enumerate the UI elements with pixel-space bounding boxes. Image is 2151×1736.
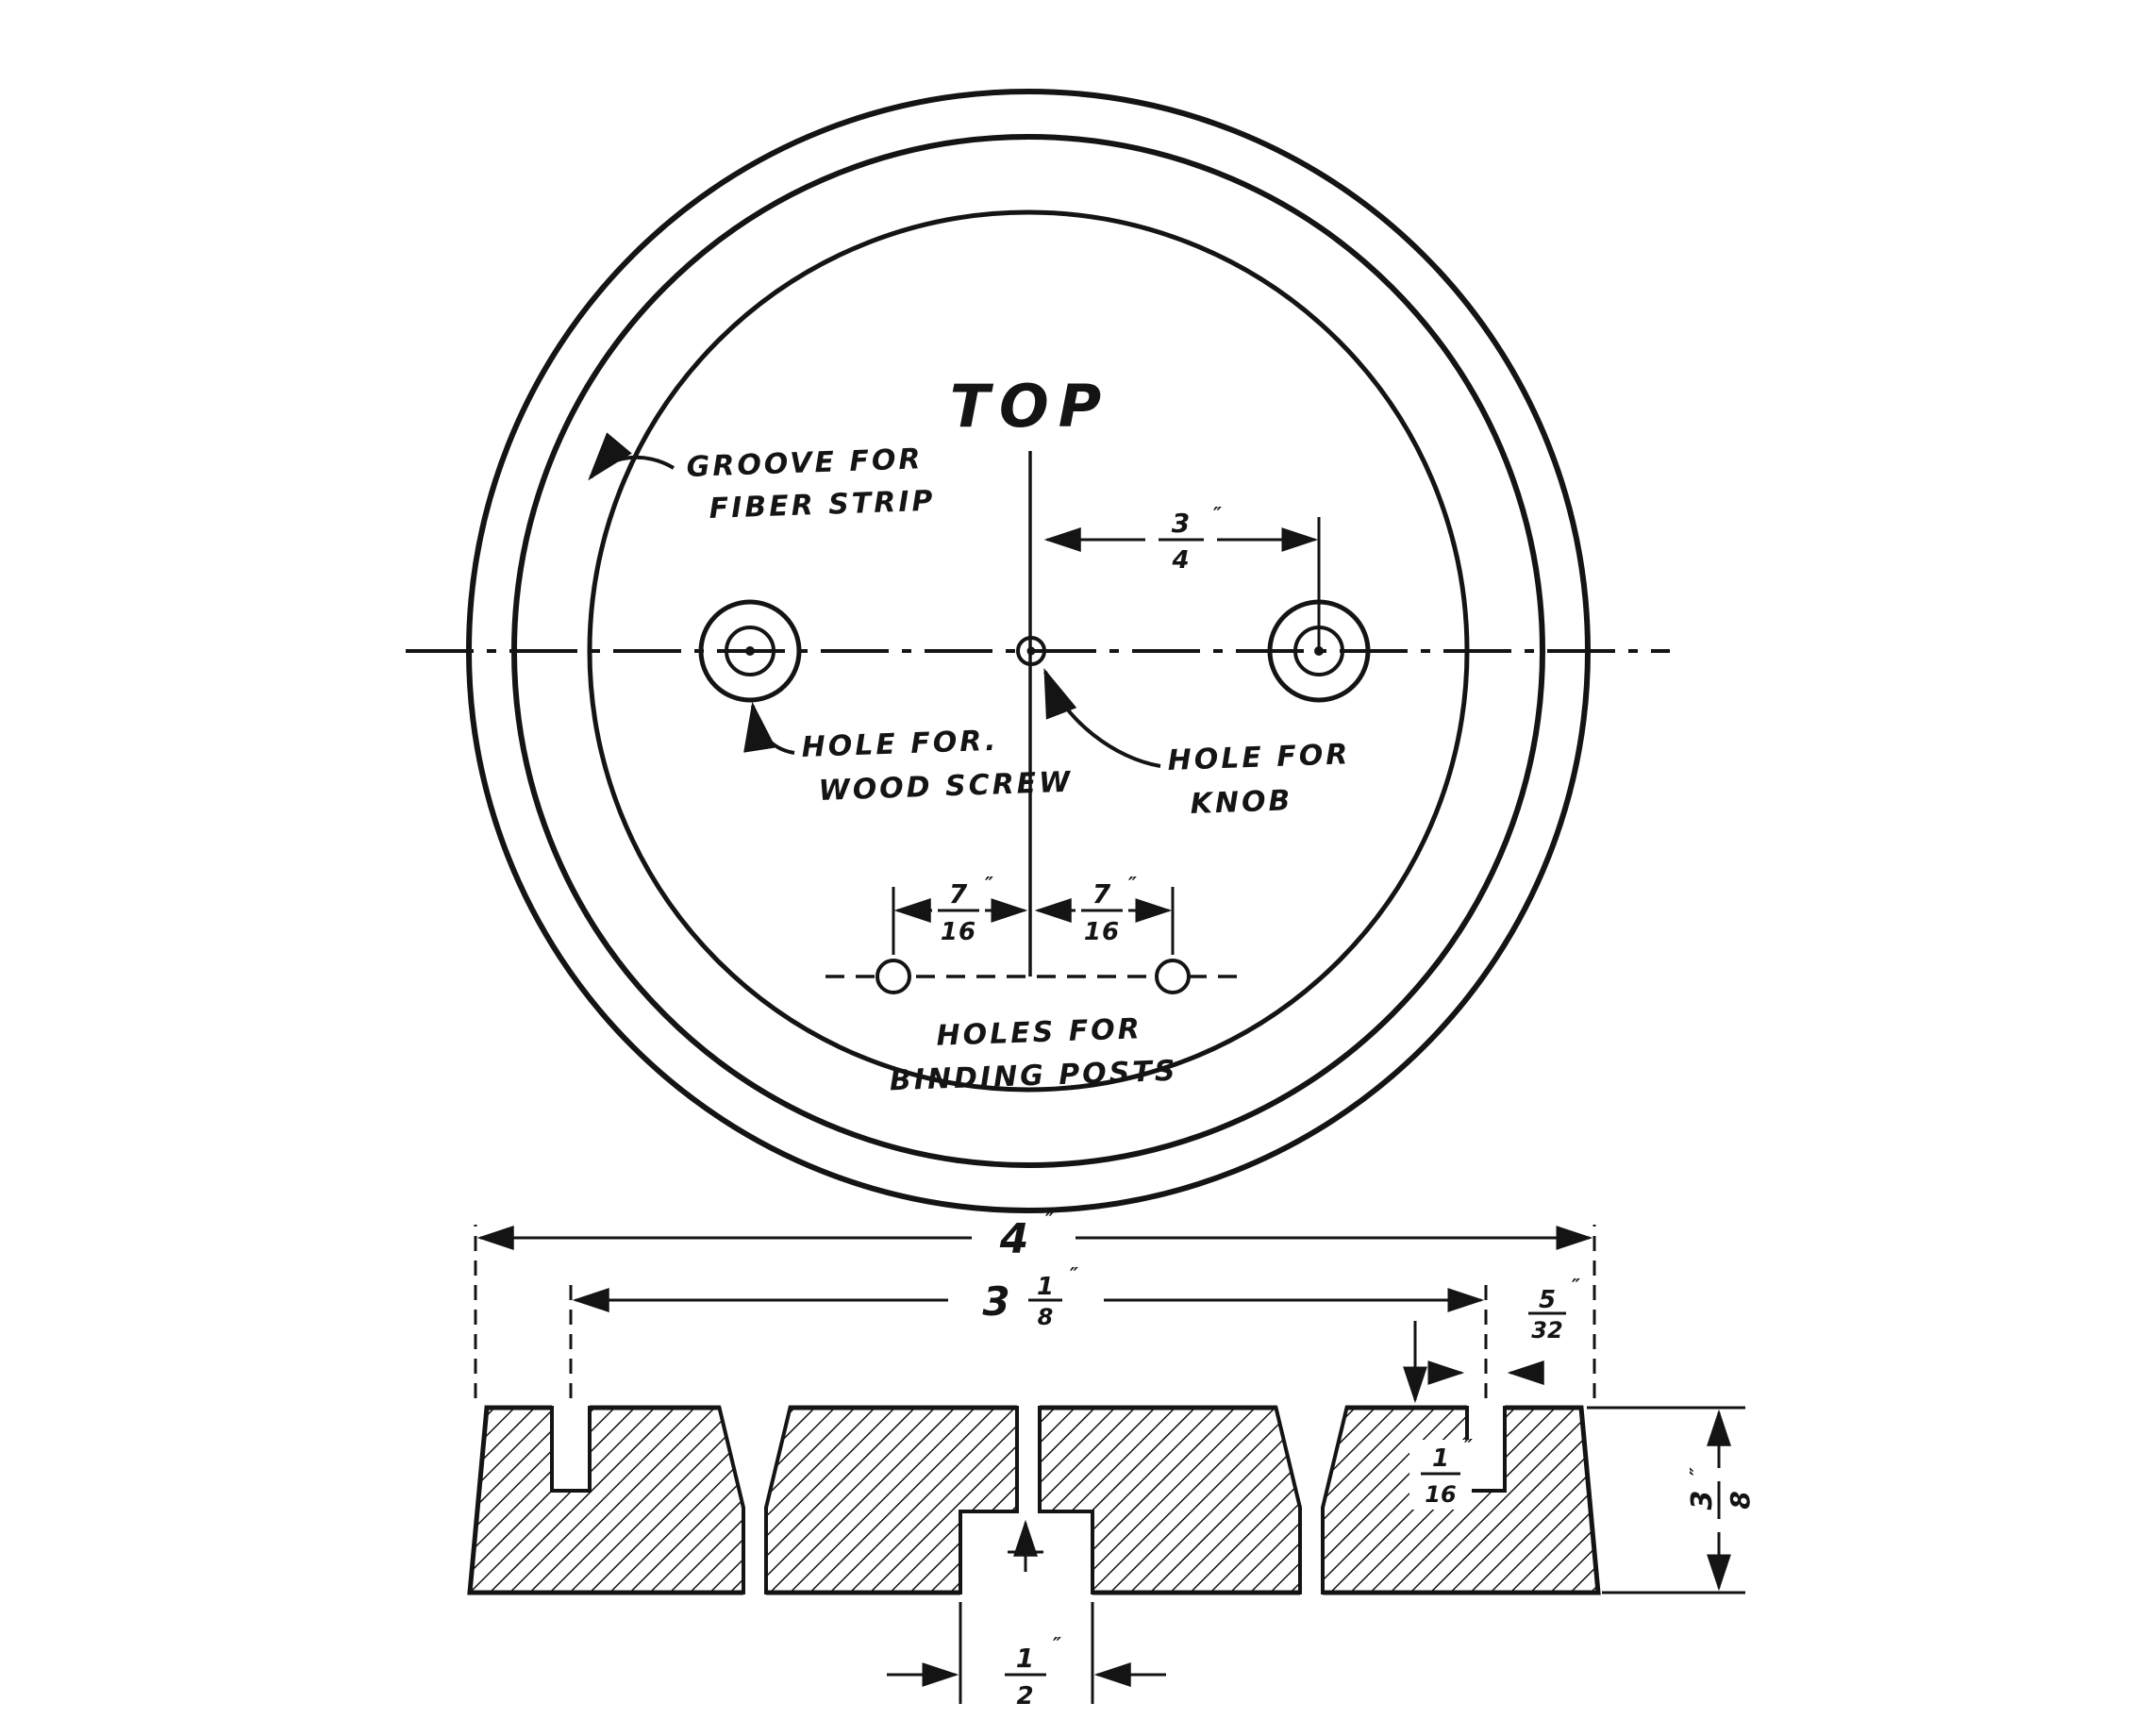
screw-hole-right-cut	[1276, 1402, 1347, 1598]
groove-leader-arrow	[588, 432, 675, 481]
dim-recess-width: 1 2 ″	[887, 1602, 1166, 1711]
wood-screw-hole-left	[698, 599, 802, 703]
dim-716L-unit: ″	[985, 873, 993, 895]
groove-left-cut	[552, 1402, 590, 1491]
dim-4-value: 4	[999, 1215, 1031, 1263]
dim-38-denominator: 8	[1725, 1491, 1756, 1509]
dim-12-unit: ″	[1053, 1633, 1061, 1656]
dim-groove-width: 5 32 ″	[1403, 1275, 1580, 1404]
screw-hole-left-inner	[725, 626, 775, 676]
groove-label-line1: GROOVE FOR	[686, 442, 924, 484]
screw-hole-left-section-outline	[717, 1405, 792, 1594]
wood-screw-label-line2: WOOD SCREW	[818, 766, 1074, 808]
knob-leader-arrow	[1043, 667, 1161, 768]
dim-716R-numerator: 7	[1092, 878, 1111, 910]
dim-38-unit: ″	[1686, 1467, 1709, 1476]
knob-label-line1: HOLE FOR	[1167, 738, 1351, 777]
dim-318-unit: ″	[1070, 1263, 1078, 1286]
dim-3-4-unit: ″	[1213, 503, 1222, 526]
dim-716L-denominator: 16	[941, 918, 976, 946]
dim-12-numerator: 1	[1016, 1643, 1035, 1674]
dim-318-numerator: 1	[1037, 1273, 1054, 1301]
binding-posts-label-line2: BINDING POSTS	[889, 1055, 1178, 1098]
dim-binding-right: 7 16 ″	[1034, 873, 1175, 955]
dim-center-to-screw: 3 4 ″	[1043, 503, 1321, 649]
dim-716R-denominator: 16	[1084, 918, 1120, 946]
dim-overall: 4 ″	[474, 1209, 1596, 1398]
groove-left-outline	[550, 1406, 592, 1493]
dim-3-4-denominator: 4	[1171, 546, 1190, 575]
knob-hole-center	[1026, 646, 1036, 656]
screw-hole-left-center	[745, 646, 755, 656]
screw-hole-right-center	[1314, 646, 1324, 656]
wood-screw-label-line1: HOLE FOR.	[801, 725, 999, 764]
dim-4-unit: ″	[1045, 1209, 1054, 1231]
dim-binding-left: 7 16 ″	[892, 873, 1028, 955]
dim-532-unit: ″	[1572, 1275, 1580, 1297]
groove-right-cut	[1467, 1402, 1505, 1491]
binding-post-hole-right	[1155, 959, 1191, 994]
knob-hole-cut	[960, 1402, 1092, 1598]
section-view: 4 ″ 3 1 8 ″ 5 32 ″ 1	[467, 1209, 1756, 1711]
knob-hole-section-outline	[959, 1406, 1094, 1594]
binding-posts-label-line1: HOLES FOR	[936, 1012, 1142, 1053]
top-view: TOP GROOVE FOR FIBER STRIP 3 4	[406, 89, 1670, 1213]
wood-screw-leader-arrow	[743, 701, 795, 755]
knob-hole-circle	[1016, 636, 1046, 666]
dim-116-denominator: 16	[1425, 1481, 1456, 1508]
binding-post-hole-left	[875, 959, 911, 994]
dim-116-numerator: 1	[1432, 1444, 1449, 1473]
dim-thickness: 3 8 ″	[1587, 1406, 1756, 1594]
dim-116-unit: ″	[1464, 1435, 1473, 1458]
dim-716R-unit: ″	[1128, 873, 1137, 895]
dim-318-denominator: 8	[1038, 1304, 1054, 1330]
dim-716L-numerator: 7	[949, 878, 968, 910]
groove-label-line2: FIBER STRIP	[709, 485, 936, 526]
dim-12-denominator: 2	[1016, 1682, 1034, 1711]
dim-38-numerator: 3	[1686, 1491, 1719, 1511]
view-title: TOP	[950, 372, 1110, 441]
screw-hole-right-section-outline	[1274, 1405, 1349, 1594]
knob-label-line2: KNOB	[1190, 784, 1293, 821]
screw-hole-left-outer	[698, 599, 802, 703]
dim-groove-circle: 3 1 8 ″	[569, 1263, 1488, 1398]
dim-318-whole: 3	[982, 1278, 1009, 1325]
dim-groove-depth: 1 16 ″	[1409, 1435, 1473, 1510]
screw-hole-left-cut	[719, 1402, 791, 1598]
dim-532-denominator: 32	[1531, 1317, 1562, 1344]
dim-532-numerator: 5	[1539, 1286, 1556, 1314]
dim-3-4-numerator: 3	[1172, 508, 1191, 539]
knob-hole	[1016, 636, 1046, 666]
